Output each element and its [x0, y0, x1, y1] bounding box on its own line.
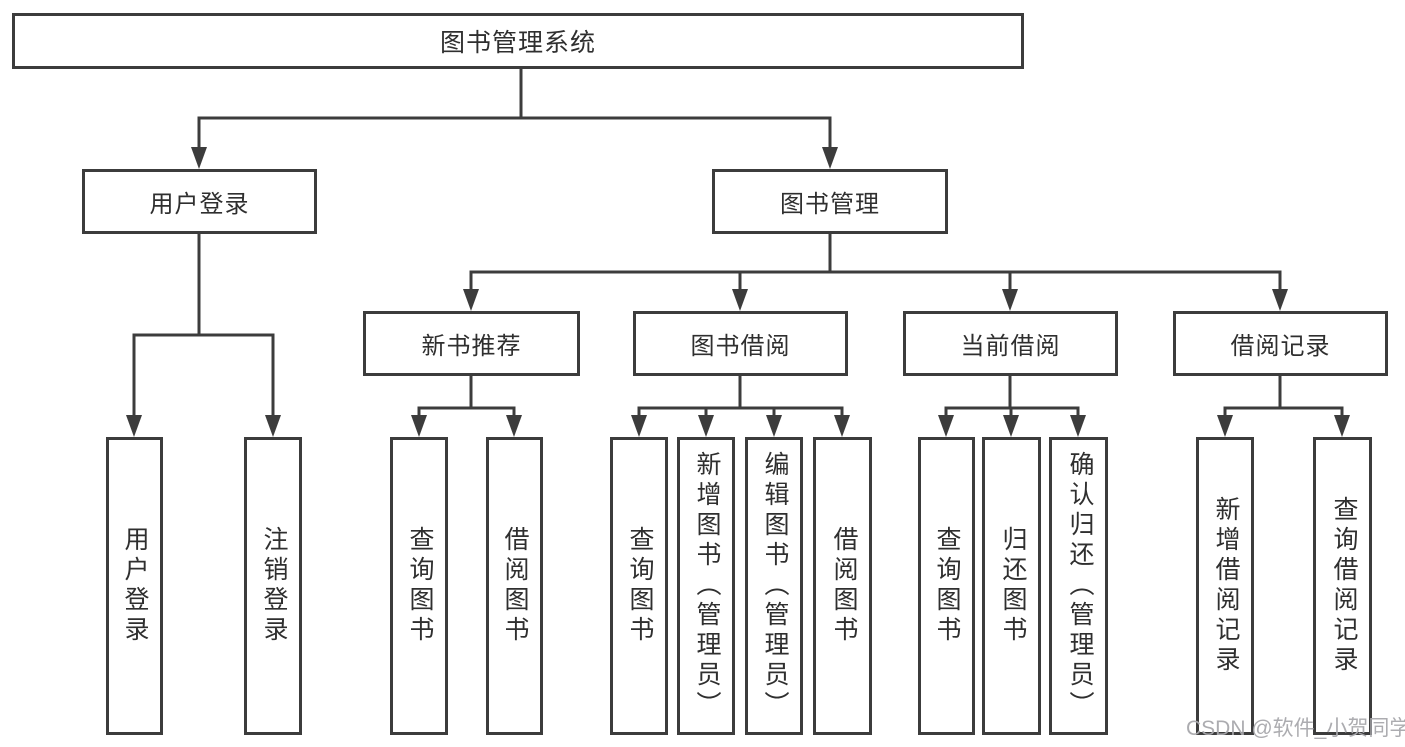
- arrowhead-icon: [1272, 289, 1288, 311]
- leaf-query-books: 查询图书: [610, 437, 668, 735]
- arrowhead-icon: [631, 415, 647, 437]
- arrowhead-icon: [265, 415, 281, 437]
- leaf-query-books: 查询图书: [390, 437, 448, 735]
- leaf-query-borrow-record: 查询借阅记录: [1313, 437, 1372, 735]
- leaf-confirm-return-admin: 确认归还（管理员）: [1049, 437, 1108, 735]
- arrowhead-icon: [766, 415, 782, 437]
- node-library-management-system: 图书管理系统: [12, 13, 1024, 69]
- arrowhead-icon: [822, 147, 838, 169]
- arrowhead-icon: [938, 415, 954, 437]
- leaf-logout: 注销登录: [244, 437, 302, 735]
- arrowhead-icon: [732, 289, 748, 311]
- node-borrowing-records: 借阅记录: [1173, 311, 1388, 376]
- arrowhead-icon: [698, 415, 714, 437]
- leaf-borrow-books: 借阅图书: [486, 437, 543, 735]
- leaf-add-borrow-record: 新增借阅记录: [1196, 437, 1254, 735]
- arrowhead-icon: [1003, 415, 1019, 437]
- arrowhead-icon: [463, 289, 479, 311]
- leaf-user-login: 用户登录: [106, 437, 163, 735]
- node-new-book-recommendation: 新书推荐: [363, 311, 580, 376]
- arrowhead-icon: [126, 415, 142, 437]
- node-book-management: 图书管理: [712, 169, 948, 234]
- leaf-borrow-books: 借阅图书: [813, 437, 872, 735]
- arrowhead-icon: [506, 415, 522, 437]
- leaf-query-books: 查询图书: [918, 437, 975, 735]
- arrowhead-icon: [411, 415, 427, 437]
- watermark: CSDN @软件_小贺同学: [1186, 717, 1405, 740]
- arrowhead-icon: [1334, 415, 1350, 437]
- leaf-return-books: 归还图书: [982, 437, 1041, 735]
- arrowhead-icon: [834, 415, 850, 437]
- leaf-edit-books-admin: 编辑图书（管理员）: [745, 437, 803, 735]
- arrowhead-icon: [1217, 415, 1233, 437]
- arrowhead-icon: [1002, 289, 1018, 311]
- leaf-add-books-admin: 新增图书（管理员）: [677, 437, 735, 735]
- node-current-borrowing: 当前借阅: [903, 311, 1118, 376]
- arrowhead-icon: [1070, 415, 1086, 437]
- node-user-login: 用户登录: [82, 169, 317, 234]
- arrowhead-icon: [191, 147, 207, 169]
- node-book-borrowing: 图书借阅: [633, 311, 848, 376]
